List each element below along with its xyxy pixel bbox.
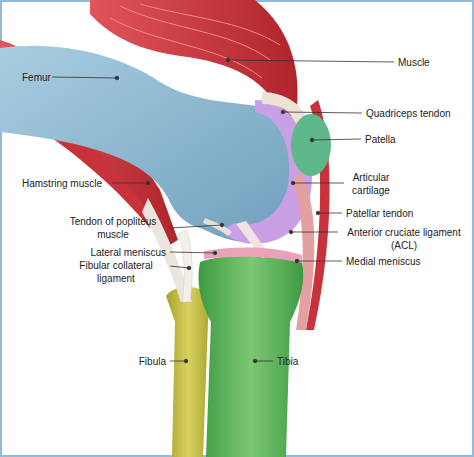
part-label: Lateral meniscus <box>56 246 166 259</box>
leader-line <box>170 361 186 362</box>
leader-line <box>170 266 189 268</box>
part-label: Anterior cruciate ligament (ACL) <box>338 226 470 252</box>
leader-dot <box>187 266 191 270</box>
leader-line <box>283 112 362 113</box>
leader-line <box>318 213 342 214</box>
patella-bone <box>291 114 331 176</box>
leader-line <box>170 252 215 253</box>
leader-dot <box>295 259 299 263</box>
leader-dot <box>316 211 320 215</box>
leader-line <box>312 139 361 140</box>
leader-dot <box>146 181 150 185</box>
part-label: Fibular collateral ligament <box>66 259 166 285</box>
meniscus <box>204 248 302 263</box>
leader-dot <box>310 138 314 142</box>
part-label: Tibia <box>277 355 357 368</box>
leader-dot <box>289 230 293 234</box>
part-label: Medial meniscus <box>346 255 456 268</box>
part-label: Fibula <box>100 355 166 368</box>
leader-dot <box>213 251 217 255</box>
leader-dot <box>253 359 257 363</box>
leader-line <box>170 225 222 228</box>
leader-line <box>291 232 338 233</box>
leader-line <box>228 60 394 62</box>
part-label: Tendon of popliteus muscle <box>60 215 166 241</box>
part-label: Articular cartilage <box>340 171 402 197</box>
fibula-bone <box>166 287 211 457</box>
popliteus-tendon <box>203 218 232 236</box>
leader-line <box>255 361 273 362</box>
part-label: Hamstring muscle <box>22 177 114 190</box>
leader-dot <box>281 110 285 114</box>
leader-dot <box>291 181 295 185</box>
part-label: Patellar tendon <box>346 207 456 220</box>
leader-line <box>297 261 342 262</box>
leader-dot <box>184 359 188 363</box>
part-label: Patella <box>365 133 445 146</box>
leader-dot <box>226 58 230 62</box>
leader-line <box>293 183 344 184</box>
leader-dot <box>220 223 224 227</box>
part-label: Muscle <box>398 56 468 69</box>
collateral-ligament <box>178 230 192 302</box>
part-label: Femur <box>22 71 82 84</box>
leader-line <box>52 77 117 78</box>
part-label: Quadriceps tendon <box>366 107 470 120</box>
muscle-fibres <box>110 4 280 78</box>
leader-dot <box>115 76 119 80</box>
leader-line <box>112 183 148 184</box>
